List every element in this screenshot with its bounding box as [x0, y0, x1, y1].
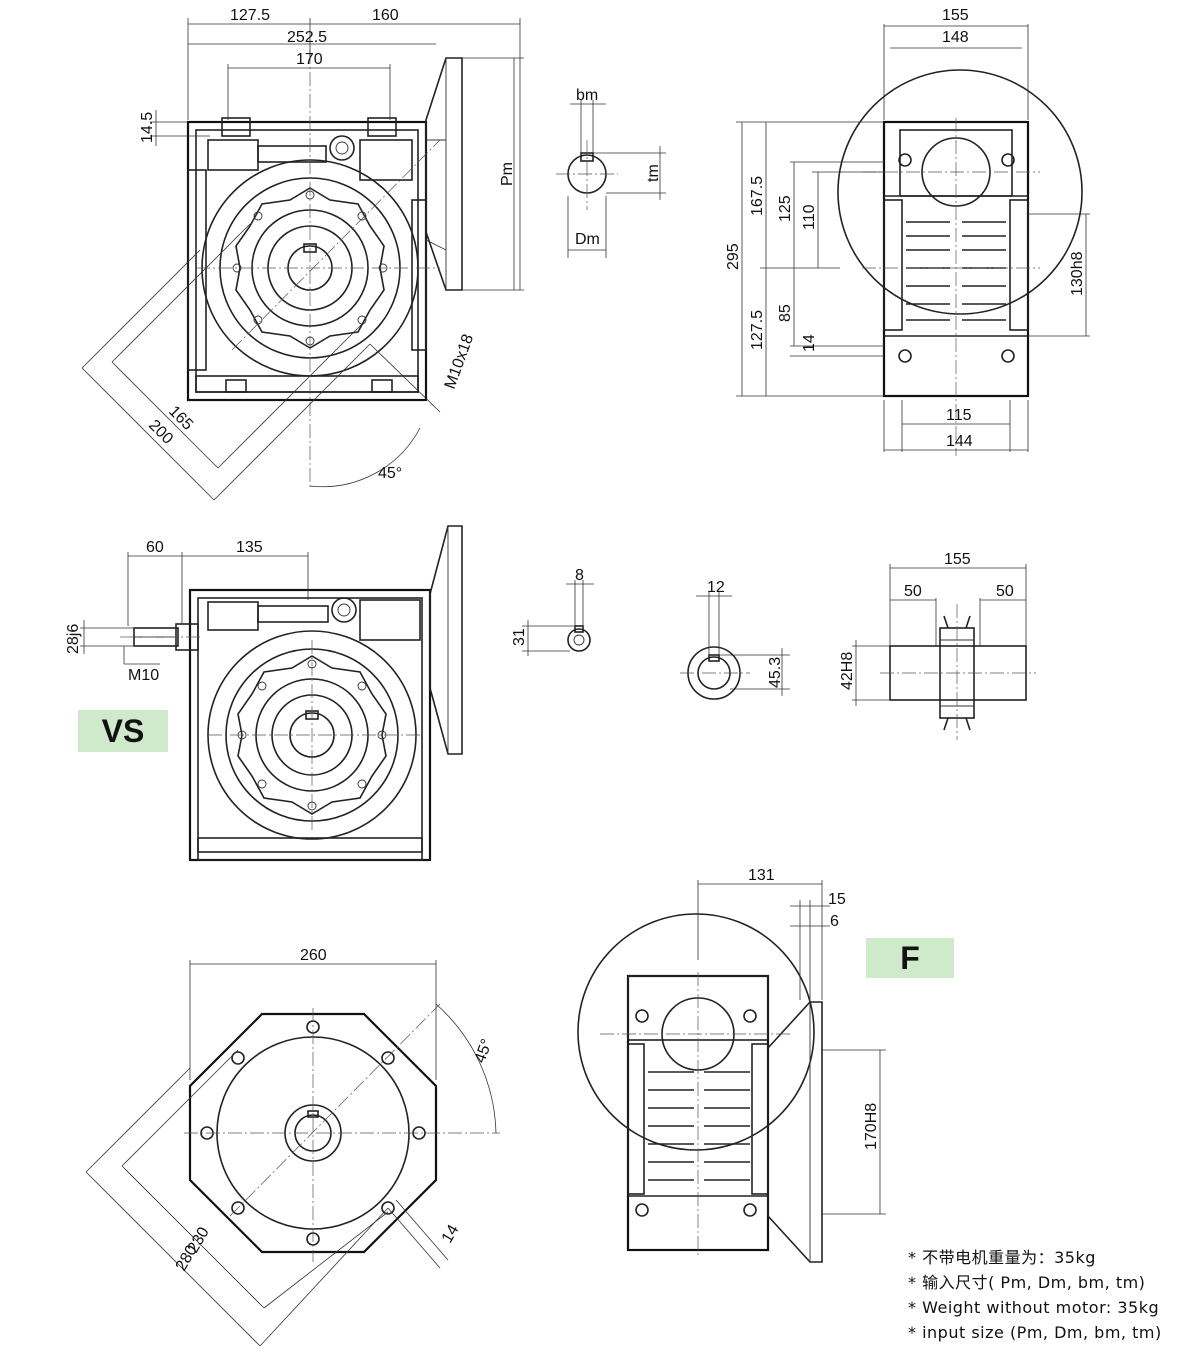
- vs-view-labels: 60 135 28j6 M10: [65, 539, 263, 684]
- note-input-en: * input size (Pm, Dm, bm, tm): [908, 1323, 1162, 1342]
- vs-label: VS: [78, 710, 168, 752]
- output-shaft-section: [852, 564, 1036, 740]
- dim-110: 110: [801, 204, 818, 230]
- note-weight-cn: * 不带电机重量为：35kg: [908, 1248, 1096, 1267]
- dim-15: 15: [828, 891, 846, 908]
- vs-key-labels: 8 31: [511, 567, 584, 646]
- dim-260: 260: [300, 947, 327, 964]
- dim-135: 135: [236, 539, 263, 556]
- dim-127-5: 127.5: [230, 7, 270, 24]
- dim-m10: M10: [128, 667, 159, 684]
- dim-45deg: 45°: [378, 465, 402, 482]
- dim-50-left: 50: [904, 583, 922, 600]
- dim-tm: tm: [645, 164, 662, 182]
- dim-170: 170: [296, 51, 323, 68]
- dim-6: 6: [830, 913, 839, 930]
- f-label: F: [866, 938, 954, 978]
- dim-115: 115: [946, 407, 972, 424]
- vs-key-detail: [522, 580, 594, 656]
- f-view-labels: 131 15 6 170H8: [748, 867, 880, 1150]
- output-bore-labels: 12 45.3: [707, 579, 784, 688]
- dim-130h8: 130h8: [1069, 251, 1086, 296]
- vs-view-gearbox: [80, 525, 463, 862]
- dim-14-side: 14: [801, 334, 818, 352]
- dim-167-5: 167.5: [749, 176, 766, 216]
- dim-131: 131: [748, 867, 775, 884]
- note-input-cn: * 输入尺寸( Pm, Dm, bm, tm): [908, 1273, 1146, 1292]
- flange-view: [85, 960, 500, 1347]
- output-bore-detail: [680, 592, 790, 700]
- dim-155-shaft: 155: [944, 551, 971, 568]
- dim-bm: bm: [576, 87, 598, 104]
- output-shaft-labels: 155 50 50 42H8: [839, 551, 1014, 690]
- side-view-labels: 155 148 295 167.5 125 110 127.5 85 14 13…: [725, 7, 1086, 450]
- dim-pm: Pm: [499, 162, 516, 186]
- dim-28j6: 28j6: [65, 624, 82, 654]
- dim-31: 31: [511, 628, 528, 646]
- note-weight-en: * Weight without motor: 35kg: [908, 1298, 1160, 1317]
- shaft-key-detail: [556, 100, 666, 258]
- shaft-key-labels: bm tm Dm: [575, 87, 662, 248]
- dim-12: 12: [707, 579, 725, 596]
- dim-160: 160: [372, 7, 399, 24]
- dim-127-5-side: 127.5: [749, 310, 766, 350]
- dim-60: 60: [146, 539, 164, 556]
- dim-14-5: 14.5: [139, 112, 156, 143]
- dim-50-right: 50: [996, 583, 1014, 600]
- dim-14-flange: 14: [439, 1222, 463, 1246]
- f-view-gearbox: [577, 880, 886, 1263]
- dim-252-5: 252.5: [287, 29, 327, 46]
- dim-170h8: 170H8: [863, 1103, 880, 1150]
- dim-155: 155: [942, 7, 969, 24]
- flange-labels: 260 45° 230 280 14: [173, 947, 496, 1274]
- dim-42h8: 42H8: [839, 652, 856, 690]
- notes-block: * 不带电机重量为：35kg * 输入尺寸( Pm, Dm, bm, tm) *…: [908, 1245, 1162, 1345]
- dim-m10x18: M10x18: [442, 332, 477, 391]
- dim-148: 148: [942, 29, 969, 46]
- dim-8: 8: [575, 567, 584, 584]
- dim-295: 295: [725, 243, 742, 270]
- dim-45-3: 45.3: [767, 657, 784, 688]
- dim-dm: Dm: [575, 231, 600, 248]
- dim-144: 144: [946, 433, 973, 450]
- dim-45deg-flange: 45°: [472, 1037, 496, 1066]
- dim-125: 125: [777, 195, 794, 222]
- side-view-gearbox: [736, 24, 1090, 456]
- dim-85: 85: [777, 304, 794, 322]
- top-view-gearbox: [81, 18, 524, 501]
